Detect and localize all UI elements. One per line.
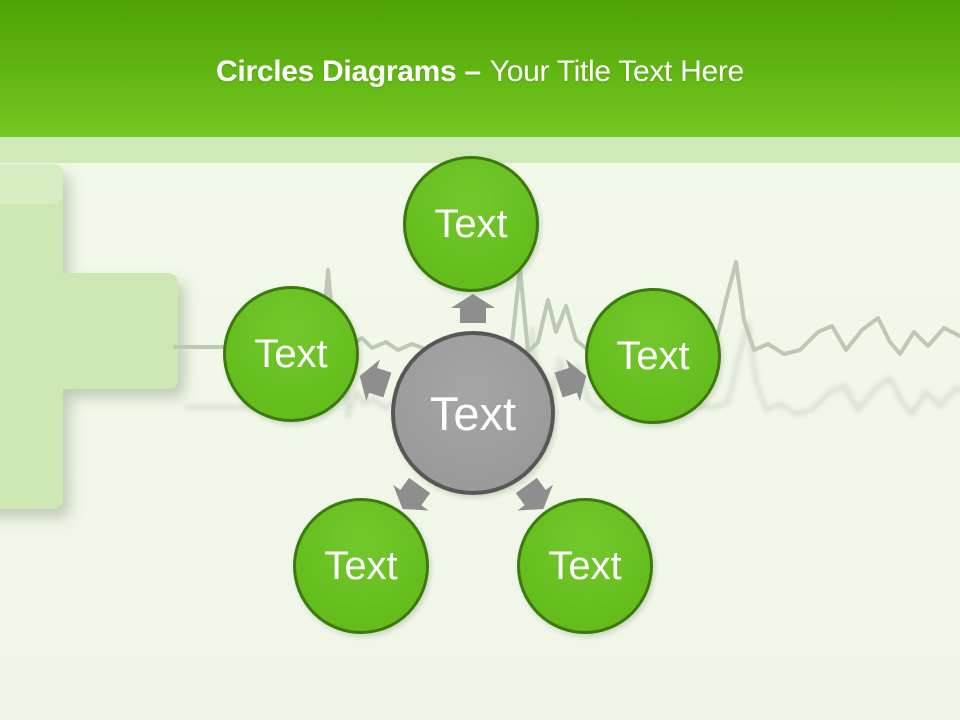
slide-title-regular: Your Title Text Here (489, 54, 744, 88)
node-label: Text (548, 543, 622, 588)
medical-cross-icon (0, 164, 178, 509)
header-band: Circles Diagrams – Your Title Text Here (0, 0, 960, 137)
node-label: Text (324, 543, 398, 588)
diagram-node-right[interactable]: Text (585, 288, 721, 424)
diagram-node-bottom-right[interactable]: Text (517, 498, 653, 634)
center-node-label: Text (429, 386, 517, 440)
slide-body: Text Text Text Text Text Text (0, 156, 960, 720)
node-label: Text (616, 333, 690, 378)
node-label: Text (434, 201, 508, 246)
diagram-node-top[interactable]: Text (403, 156, 539, 292)
slide-title-bold: Circles Diagrams – (216, 54, 481, 88)
diagram-node-left[interactable]: Text (223, 286, 359, 422)
node-label: Text (254, 331, 328, 376)
slide-title[interactable]: Circles Diagrams – Your Title Text Here (216, 49, 744, 89)
diagram-center-node[interactable]: Text (391, 331, 555, 495)
diagram-node-bottom-left[interactable]: Text (293, 498, 429, 634)
